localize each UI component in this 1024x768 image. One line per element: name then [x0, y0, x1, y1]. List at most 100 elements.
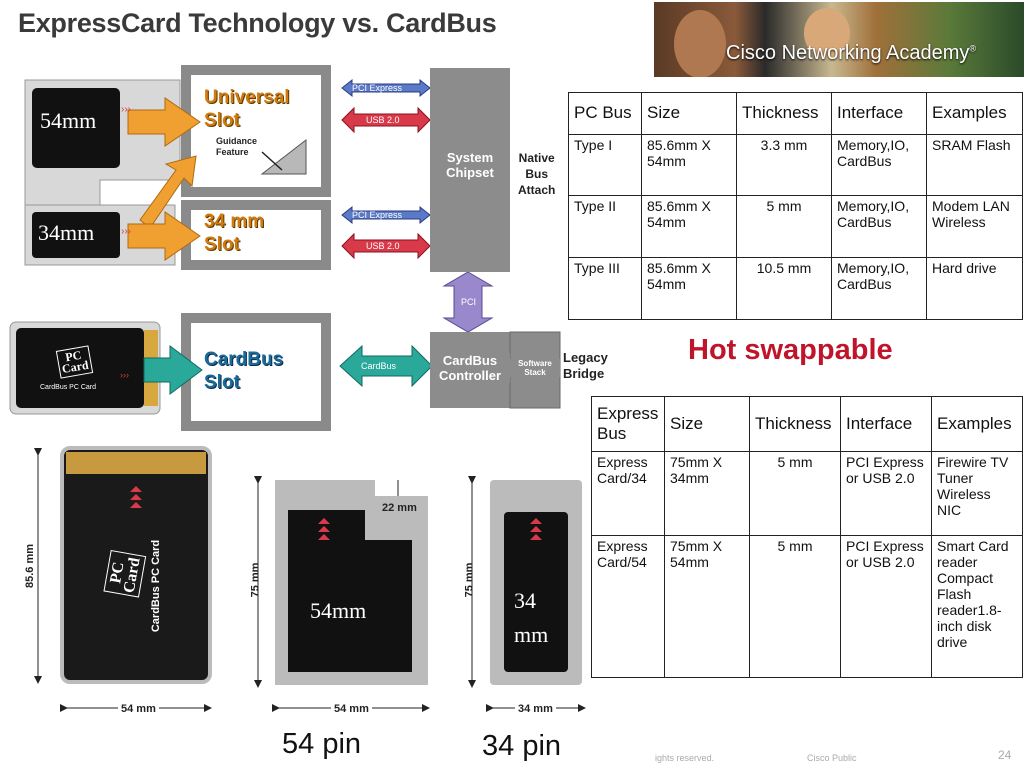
ec54-body — [288, 510, 412, 672]
ec54-height-label: 75 mm — [249, 562, 262, 598]
cardbus-slot-housing — [181, 313, 331, 431]
ec54-notch-label: 22 mm — [382, 502, 417, 514]
header-cell: Interface — [831, 92, 927, 135]
table-cell: 85.6mm X 54mm — [641, 257, 737, 320]
table-cell: 85.6mm X 54mm — [641, 133, 737, 197]
chevron-icon — [130, 486, 142, 492]
page-number: 24 — [998, 748, 1012, 762]
pci-express-label-1: PCI Express — [352, 83, 403, 93]
table-cell: Memory,IO, CardBus — [831, 133, 927, 197]
chevron-icon — [530, 534, 542, 540]
cardbus-card-body — [16, 328, 144, 408]
ec34-width-label: 34 mm — [515, 703, 556, 715]
pc-card-connector — [66, 452, 206, 474]
footer-public: Cisco Public — [807, 753, 857, 763]
page-title: ExpressCard Technology vs. CardBus — [18, 8, 497, 38]
table-cell: Express Card/34 — [591, 450, 665, 536]
header-cell: Size — [641, 92, 737, 135]
hot-swappable-label: Hot swappable — [688, 334, 893, 366]
table-row: Express Card/34 75mm X 34mm 5 mm PCI Exp… — [591, 450, 1023, 536]
guidance-pointer — [261, 151, 283, 171]
header-cell: PC Bus — [568, 92, 642, 135]
chevron-icon: ››› — [120, 370, 129, 380]
table-cell: Memory,IO, CardBus — [831, 195, 927, 259]
student-photo-1 — [674, 10, 726, 77]
pin-54-label: 54 pin — [282, 728, 362, 760]
header-cell: Thickness — [736, 92, 832, 135]
banner-text: Cisco Networking Academy® — [726, 42, 977, 64]
table-cell: Type II — [568, 195, 642, 259]
table-cell: 5 mm — [749, 534, 841, 679]
ec34-body — [504, 512, 568, 672]
table-cell: Firewire TV Tuner Wireless NIC — [931, 450, 1023, 536]
table-cell: 5 mm — [736, 195, 832, 259]
cisco-banner: Cisco Networking Academy® — [654, 2, 1024, 77]
pci-label: PCI — [461, 297, 477, 307]
cardbus-bus-label: CardBus — [361, 361, 397, 371]
table-header-row: Express Bus Size Thickness Interface Exa… — [591, 396, 1023, 452]
table-cell: Type III — [568, 257, 642, 320]
table-cell: Modem LAN Wireless — [926, 195, 1023, 259]
chevron-icon — [530, 526, 542, 532]
ec54-width-label: 54 mm — [331, 703, 372, 715]
pci-express-label-2: PCI Express — [352, 210, 403, 220]
table-row: Type III 85.6mm X 54mm 10.5 mm Memory,IO… — [568, 257, 1023, 320]
table-row: Type II 85.6mm X 54mm 5 mm Memory,IO, Ca… — [568, 195, 1023, 259]
table-cell: Smart Card reader Compact Flash reader1.… — [931, 534, 1023, 679]
header-cell: Express Bus — [591, 396, 665, 452]
cardbus-pc-card-text: CardBus PC Card — [150, 539, 163, 633]
student-photo-2 — [804, 8, 850, 58]
header-cell: Size — [664, 396, 750, 452]
chevron-icon — [318, 526, 330, 532]
card-34-label: 34mm — [38, 220, 95, 245]
table-row: Express Card/54 75mm X 54mm 5 mm PCI Exp… — [591, 534, 1023, 679]
chevron-icon — [130, 494, 142, 500]
card-34-body — [32, 212, 120, 258]
table-cell: 85.6mm X 54mm — [641, 195, 737, 259]
table-cell: 5 mm — [749, 450, 841, 536]
chevron-icon — [318, 518, 330, 524]
header-cell: Interface — [840, 396, 932, 452]
pc-height-label: 85.6 mm — [24, 543, 37, 589]
table-cell: 10.5 mm — [736, 257, 832, 320]
chevron-icon — [530, 518, 542, 524]
slot-34-housing — [181, 200, 331, 270]
table-cell: Memory,IO, CardBus — [831, 257, 927, 320]
ec54-size-label: 54mm — [310, 598, 367, 623]
table-cell: Type I — [568, 133, 642, 197]
pc-bus-table: PC Bus Size Thickness Interface Examples… — [568, 92, 1023, 320]
ec34-height-label: 75 mm — [463, 562, 476, 598]
header-cell: Examples — [926, 92, 1023, 135]
cardbus-pc-card-text: CardBus PC Card — [40, 384, 97, 391]
guidance-feature — [260, 138, 307, 175]
table-row: Type I 85.6mm X 54mm 3.3 mm Memory,IO, C… — [568, 133, 1023, 197]
header-cell: Examples — [931, 396, 1023, 452]
table-cell: SRAM Flash — [926, 133, 1023, 197]
pin-34-label: 34 pin — [482, 730, 562, 762]
arrow-cardbus — [143, 345, 203, 395]
table-cell: PCI Express or USB 2.0 — [840, 534, 932, 679]
chevron-icon: ››› — [121, 226, 131, 237]
pc-card-outline — [60, 446, 212, 684]
arrow-34 — [127, 211, 201, 261]
table-cell: Hard drive — [926, 257, 1023, 320]
footer-rights: ights reserved. — [655, 753, 715, 763]
chevron-icon: ››› — [121, 104, 131, 115]
table-header-row: PC Bus Size Thickness Interface Examples — [568, 92, 1023, 135]
pc-width-label: 54 mm — [118, 703, 159, 715]
chevron-icon — [318, 534, 330, 540]
card-54-label: 54mm — [40, 108, 97, 133]
header-cell: Thickness — [749, 396, 841, 452]
arrow-up-universal — [139, 155, 197, 229]
chevron-icon — [130, 502, 142, 508]
